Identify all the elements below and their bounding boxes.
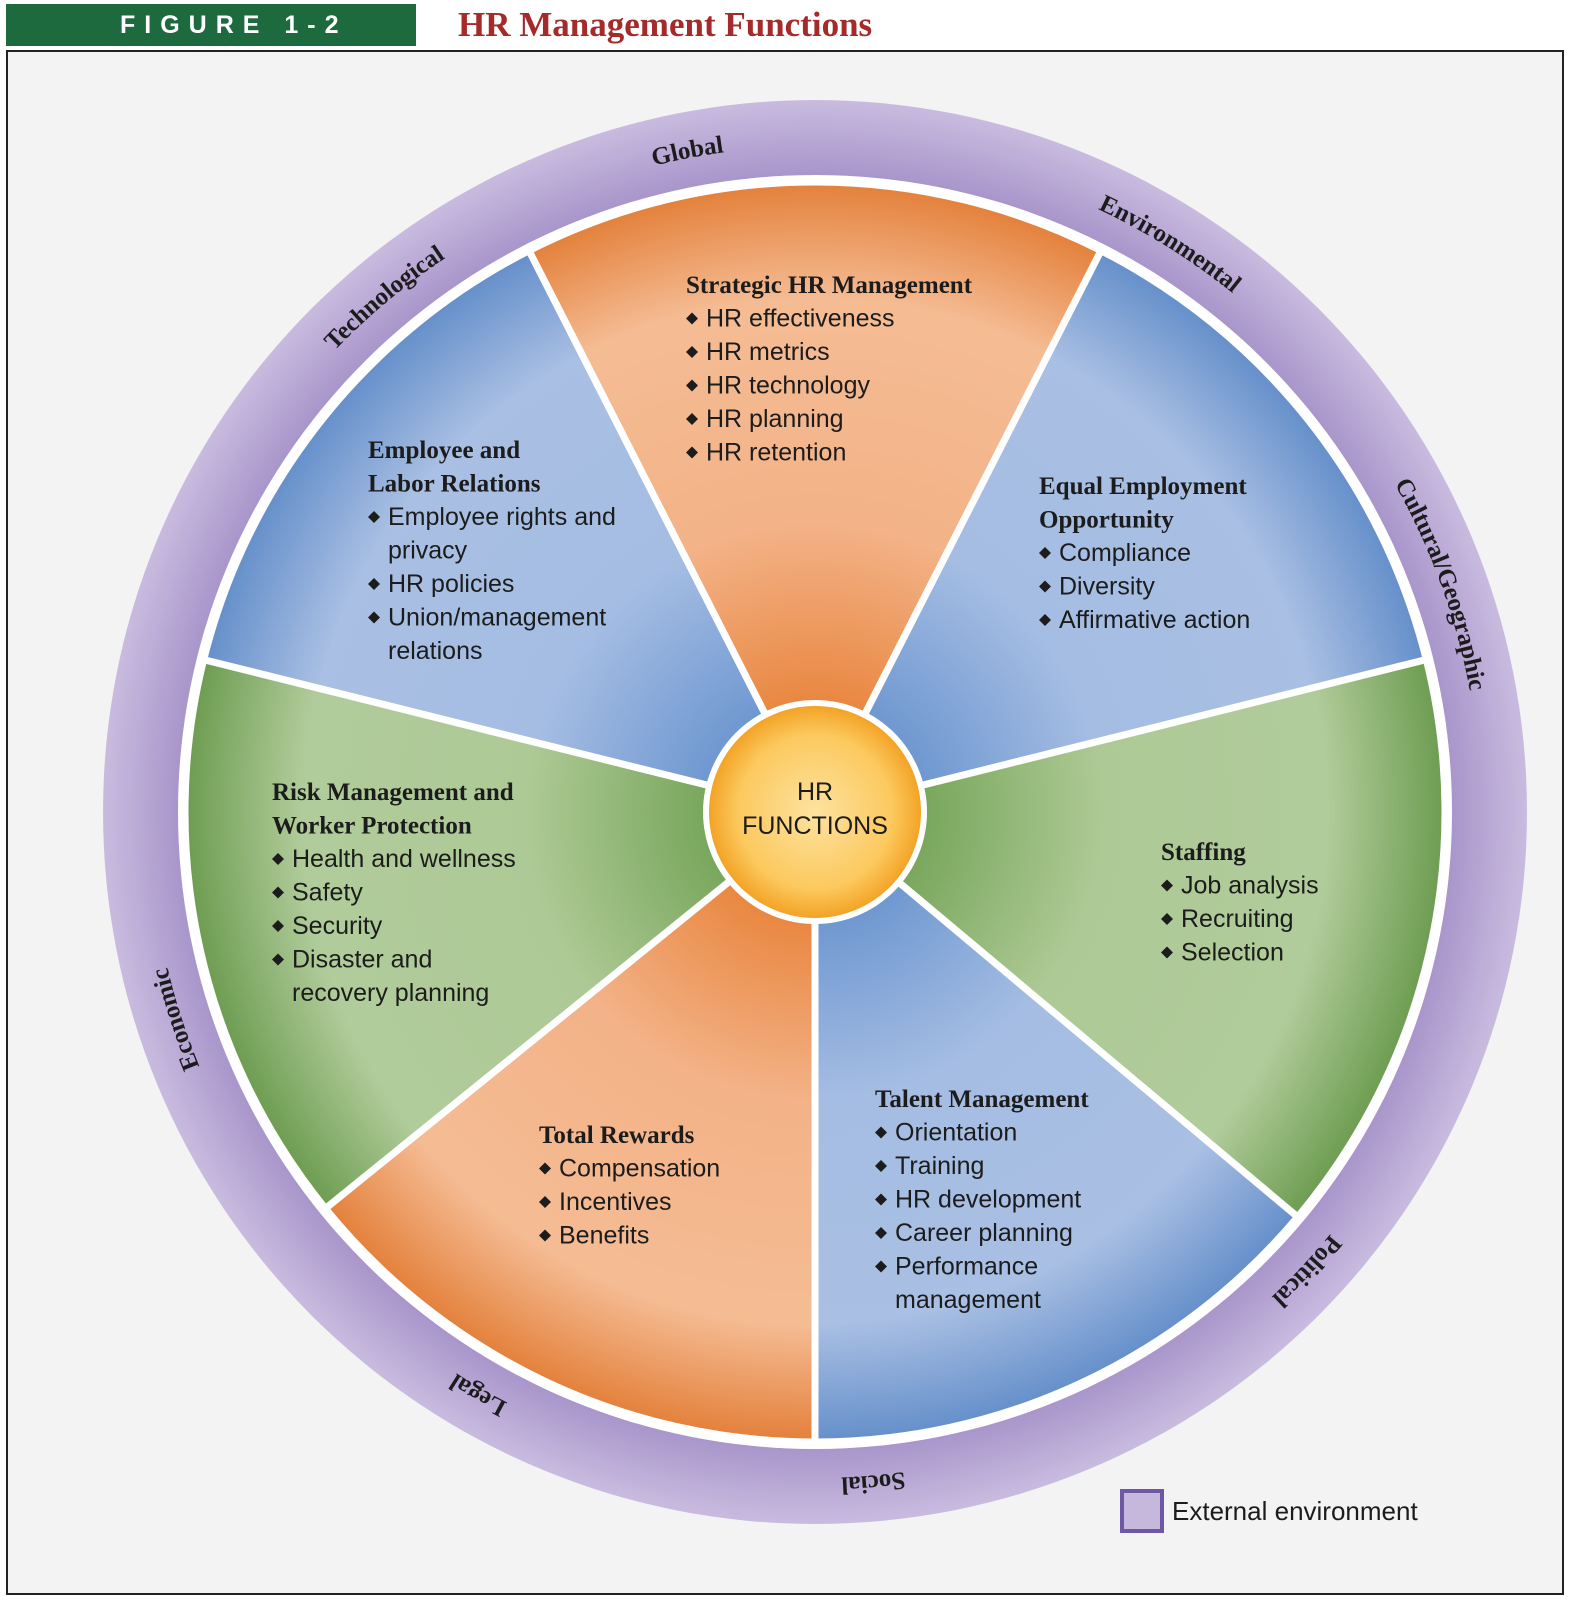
segment-heading: Talent Management [875,1086,1089,1113]
figure-header: FIGURE 1-2 HR Management Functions [0,0,1570,50]
bullet-diamond [875,1193,887,1206]
bullet-diamond [368,511,380,523]
segment-item: Disaster and [292,946,432,974]
bullet-diamond [686,413,698,425]
segment-item: HR effectiveness [706,305,895,333]
segment-heading: Risk Management and [272,779,514,806]
segment-item: Selection [1181,939,1284,967]
segment-item: Diversity [1059,573,1155,601]
bullet-diamond [686,379,698,392]
bullet-diamond [272,920,284,932]
bullet-diamond [1161,879,1173,892]
bullet-diamond [875,1126,887,1139]
segment-item: Performance [895,1253,1038,1281]
bullet-diamond [875,1260,887,1273]
segment-heading: Labor Relations [368,471,541,498]
segment-item: HR technology [706,372,870,400]
segment-risk [181,656,819,1212]
bullet-diamond [875,1160,887,1172]
center-label-line2: FUNCTIONS [742,812,888,840]
segment-item: Affirmative action [1059,606,1250,634]
segment-item: Career planning [895,1219,1073,1247]
bullet-diamond [1039,614,1051,626]
center-hub [709,706,921,918]
segment-item: Benefits [559,1222,649,1250]
legend-label: External environment [1172,1496,1418,1526]
segment-strategic [525,178,1105,816]
segment-relations [200,247,819,816]
bullet-diamond [368,578,380,590]
bullet-diamond [1039,580,1051,593]
segment-item: privacy [388,537,468,565]
bullet-diamond [539,1162,551,1175]
legend-swatch [1120,1489,1164,1533]
segment-item: HR retention [706,439,846,467]
segment-heading: Staffing [1161,839,1246,866]
segment-eeo [811,247,1430,816]
segment-heading: Opportunity [1039,507,1174,534]
bullet-diamond [1161,946,1173,959]
segment-item: Union/management [388,604,606,632]
bullet-diamond [875,1227,887,1239]
segment-heading: Worker Protection [272,813,472,840]
bullet-diamond [1039,547,1051,559]
segment-item: management [895,1286,1041,1314]
bullet-diamond [539,1229,551,1242]
bullet-diamond [272,953,284,966]
segment-item: Security [292,912,383,940]
segment-item: HR metrics [706,338,830,366]
segment-item: Health and wellness [292,845,516,873]
segment-item: relations [388,637,483,665]
segment-item: Training [895,1152,984,1180]
segment-heading: Total Rewards [539,1122,695,1149]
segment-heading: Equal Employment [1039,473,1247,500]
segment-heading: Employee and [368,437,520,464]
segment-item: Incentives [559,1188,672,1216]
bullet-diamond [686,312,698,325]
segment-staffing [811,656,1449,1221]
bullet-diamond [539,1196,551,1208]
segment-item: recovery planning [292,979,489,1007]
segment-talent [811,808,1302,1446]
segment-heading: Strategic HR Management [686,272,973,299]
figure-label: FIGURE 1-2 [6,4,416,46]
bullet-diamond [686,446,698,459]
segment-text-eeo: Equal EmploymentOpportunityComplianceDiv… [1039,473,1250,634]
bullet-diamond [1161,913,1173,925]
bullet-diamond [686,346,698,358]
segment-text-strategic: Strategic HR Management HR effectivenessH… [686,272,973,467]
figure-title: HR Management Functions [458,5,873,44]
segment-item: HR policies [388,570,514,598]
segment-text-rewards: Total RewardsCompensationIncentivesBenef… [539,1122,720,1250]
segment-item: HR development [895,1186,1081,1214]
bullet-diamond [368,611,380,624]
bullet-diamond [272,853,284,865]
segment-item: Job analysis [1181,872,1319,900]
segment-item: Safety [292,879,363,907]
segment-item: HR planning [706,405,844,433]
bullet-diamond [272,886,284,899]
segment-rewards [321,808,819,1446]
segment-item: Orientation [895,1119,1017,1147]
center-label-line1: HR [797,778,833,806]
segment-item: Employee rights and [388,503,616,531]
segment-item: Compliance [1059,539,1191,567]
segment-item: Compensation [559,1155,720,1183]
segment-item: Recruiting [1181,905,1294,933]
external-factor-social: Social [841,1466,907,1498]
